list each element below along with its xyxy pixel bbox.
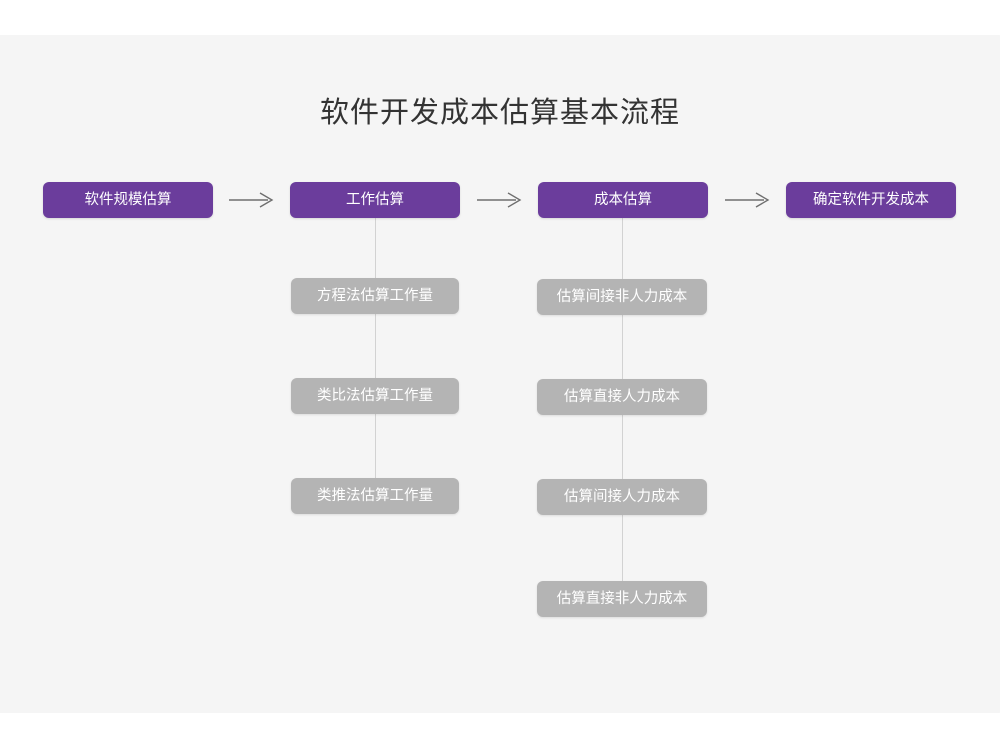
flow-step-software-scale[interactable]: 软件规模估算 bbox=[43, 182, 213, 218]
branch-item-indirect-nonlabor-cost[interactable]: 估算间接非人力成本 bbox=[537, 279, 707, 315]
branch-item-direct-nonlabor-cost[interactable]: 估算直接非人力成本 bbox=[537, 581, 707, 617]
branch-item-inference-method[interactable]: 类推法估算工作量 bbox=[291, 478, 459, 514]
arrow-right-icon bbox=[724, 190, 772, 210]
branch-item-analogy-method[interactable]: 类比法估算工作量 bbox=[291, 378, 459, 414]
flow-step-final-cost[interactable]: 确定软件开发成本 bbox=[786, 182, 956, 218]
branch-item-direct-labor-cost[interactable]: 估算直接人力成本 bbox=[537, 379, 707, 415]
branch-item-indirect-labor-cost[interactable]: 估算间接人力成本 bbox=[537, 479, 707, 515]
arrow-right-icon bbox=[476, 190, 524, 210]
page-title: 软件开发成本估算基本流程 bbox=[319, 97, 680, 129]
branch-item-equation-method[interactable]: 方程法估算工作量 bbox=[291, 278, 459, 314]
card-background bbox=[0, 35, 1000, 713]
flow-step-cost-estimation[interactable]: 成本估算 bbox=[538, 182, 708, 218]
arrow-right-icon bbox=[228, 190, 276, 210]
flow-step-work-estimation[interactable]: 工作估算 bbox=[290, 182, 460, 218]
branch-connector-work bbox=[375, 218, 376, 497]
